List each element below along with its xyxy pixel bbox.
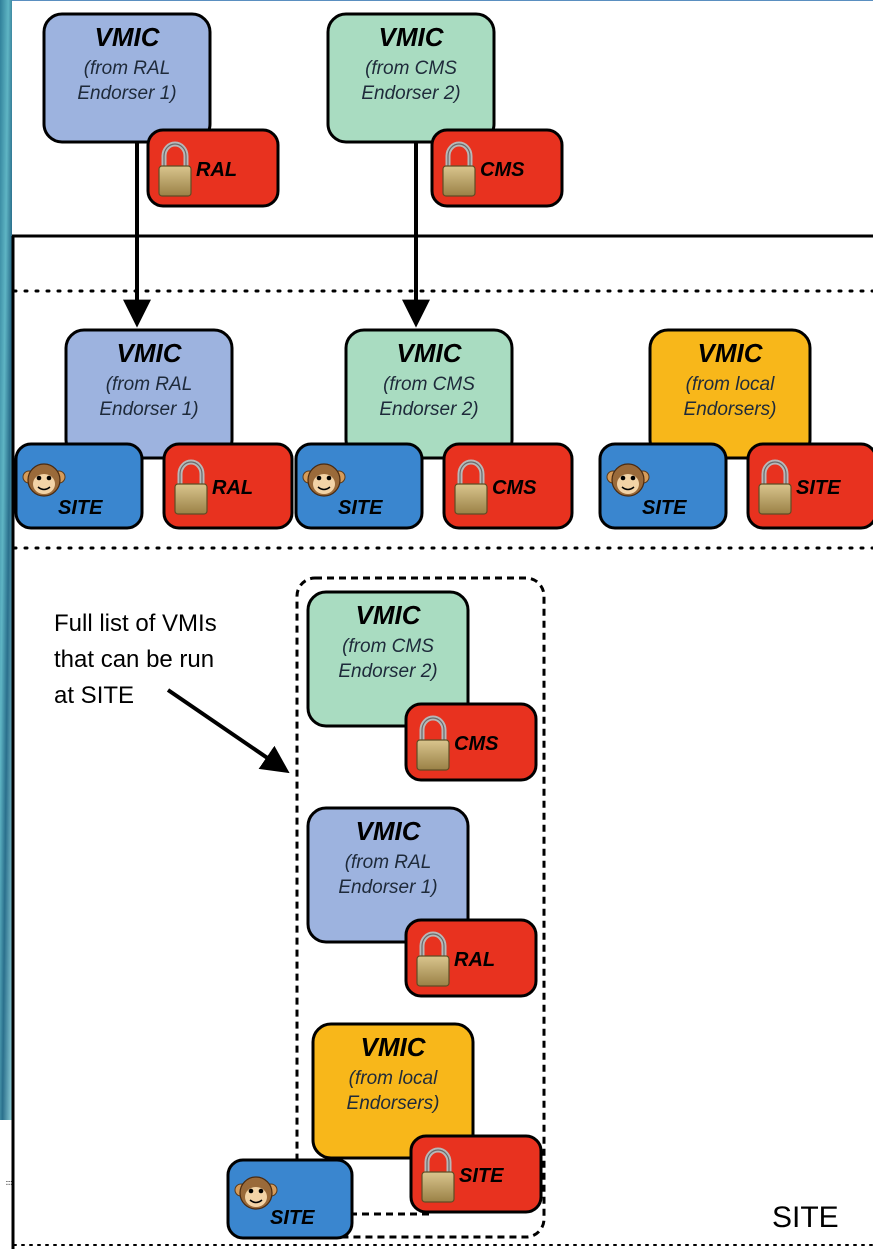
middle-vmic-3-title: VMIC (698, 338, 764, 368)
middle-vmic-2-box (344, 328, 514, 460)
top-vmic-1-box (42, 12, 212, 144)
annotation-line-1: Full list of VMIs (54, 610, 217, 637)
lock-badge: SITE (409, 1134, 543, 1214)
lock-badge: CMS (442, 442, 574, 530)
list-vmic-2-box (306, 806, 470, 944)
middle-vmic-2-title: VMIC (397, 338, 463, 368)
annotation-line-3: at SITE (54, 682, 134, 709)
vmi-list-container (295, 576, 546, 1239)
middle-vmic-2: VMIC (from CMS Endorser 2) SITE CMS (294, 328, 574, 530)
lock-badge: RAL (404, 918, 538, 998)
annotation-arrow (166, 688, 290, 774)
list-vmic-1: VMIC (from CMS Endorser 2) CMS (306, 590, 538, 782)
background-water-strip (0, 0, 12, 1120)
top-vmic-1-line2: Endorser 1) (77, 83, 176, 104)
middle-vmic-1-line2: Endorser 1) (99, 399, 198, 420)
list-vmic-1-box (306, 590, 470, 728)
top-vmic-2-line1: (from CMS (365, 58, 457, 79)
lock-badge-label: RAL (212, 477, 253, 499)
lock-badge-label: CMS (480, 159, 525, 181)
list-vmic-2-title: VMIC (356, 816, 422, 846)
top-vmic-2: VMIC (from CMS Endorser 2) CMS (326, 12, 564, 208)
site-label: SITE (772, 1201, 839, 1234)
list-vmic-3-box (311, 1022, 475, 1160)
list-vmic-1-line1: (from CMS (342, 636, 434, 657)
top-vmic-2-title: VMIC (379, 22, 445, 52)
top-vmic-1: VMIC (from RAL Endorser 1) RAL (42, 12, 280, 208)
top-vmic-1-title: VMIC (95, 22, 161, 52)
middle-vmic-2-line2: Endorser 2) (379, 399, 478, 420)
middle-vmic-3-line2: Endorsers) (684, 399, 777, 420)
list-vmic-1-title: VMIC (356, 600, 422, 630)
lock-badge-label: CMS (492, 477, 537, 499)
site-badge: SITE (294, 442, 424, 530)
middle-vmic-1-line1: (from RAL (106, 374, 193, 395)
lock-badge-label: RAL (454, 949, 495, 971)
top-vmic-1-line1: (from RAL (84, 58, 171, 79)
site-badge: SITE (598, 442, 728, 530)
lock-badge: CMS (404, 702, 538, 782)
site-badge-label: SITE (58, 497, 103, 519)
lock-badge: RAL (146, 128, 280, 208)
list-vmic-3-title: VMIC (361, 1032, 427, 1062)
lock-badge-label: SITE (459, 1165, 504, 1187)
list-vmic-2: VMIC (from RAL Endorser 1) RAL (306, 806, 538, 998)
middle-vmic-1-box (64, 328, 234, 460)
site-badge: SITE (226, 1158, 354, 1240)
middle-vmic-3-box (648, 328, 812, 460)
list-vmic-3-line1: (from local (349, 1068, 438, 1089)
lock-badge: RAL (162, 442, 294, 530)
lock-badge-label: CMS (454, 733, 499, 755)
middle-vmic-2-line1: (from CMS (383, 374, 475, 395)
list-vmic-2-line1: (from RAL (345, 852, 432, 873)
site-badge-label: SITE (642, 497, 687, 519)
middle-vmic-1-title: VMIC (117, 338, 183, 368)
annotation-line-2: that can be run (54, 646, 214, 673)
lock-badge-label: RAL (196, 159, 237, 181)
top-vmic-2-box (326, 12, 496, 144)
lock-badge: CMS (430, 128, 564, 208)
site-badge: SITE (14, 442, 144, 530)
middle-vmic-3-line1: (from local (686, 374, 775, 395)
lock-badge: SITE (746, 442, 873, 530)
site-badge-label: SITE (270, 1207, 315, 1229)
top-vmic-2-line2: Endorser 2) (361, 83, 460, 104)
list-site-owner: SITE (226, 1158, 354, 1240)
lock-badge-label: SITE (796, 477, 841, 499)
side-caption: ⁝⁝ (4, 1180, 14, 1186)
middle-vmic-1: VMIC (from RAL Endorser 1) SITE RAL (14, 328, 294, 530)
site-badge-label: SITE (338, 497, 383, 519)
list-vmic-3-line2: Endorsers) (347, 1093, 440, 1114)
list-vmic-2-line2: Endorser 1) (338, 877, 437, 898)
list-vmic-1-line2: Endorser 2) (338, 661, 437, 682)
